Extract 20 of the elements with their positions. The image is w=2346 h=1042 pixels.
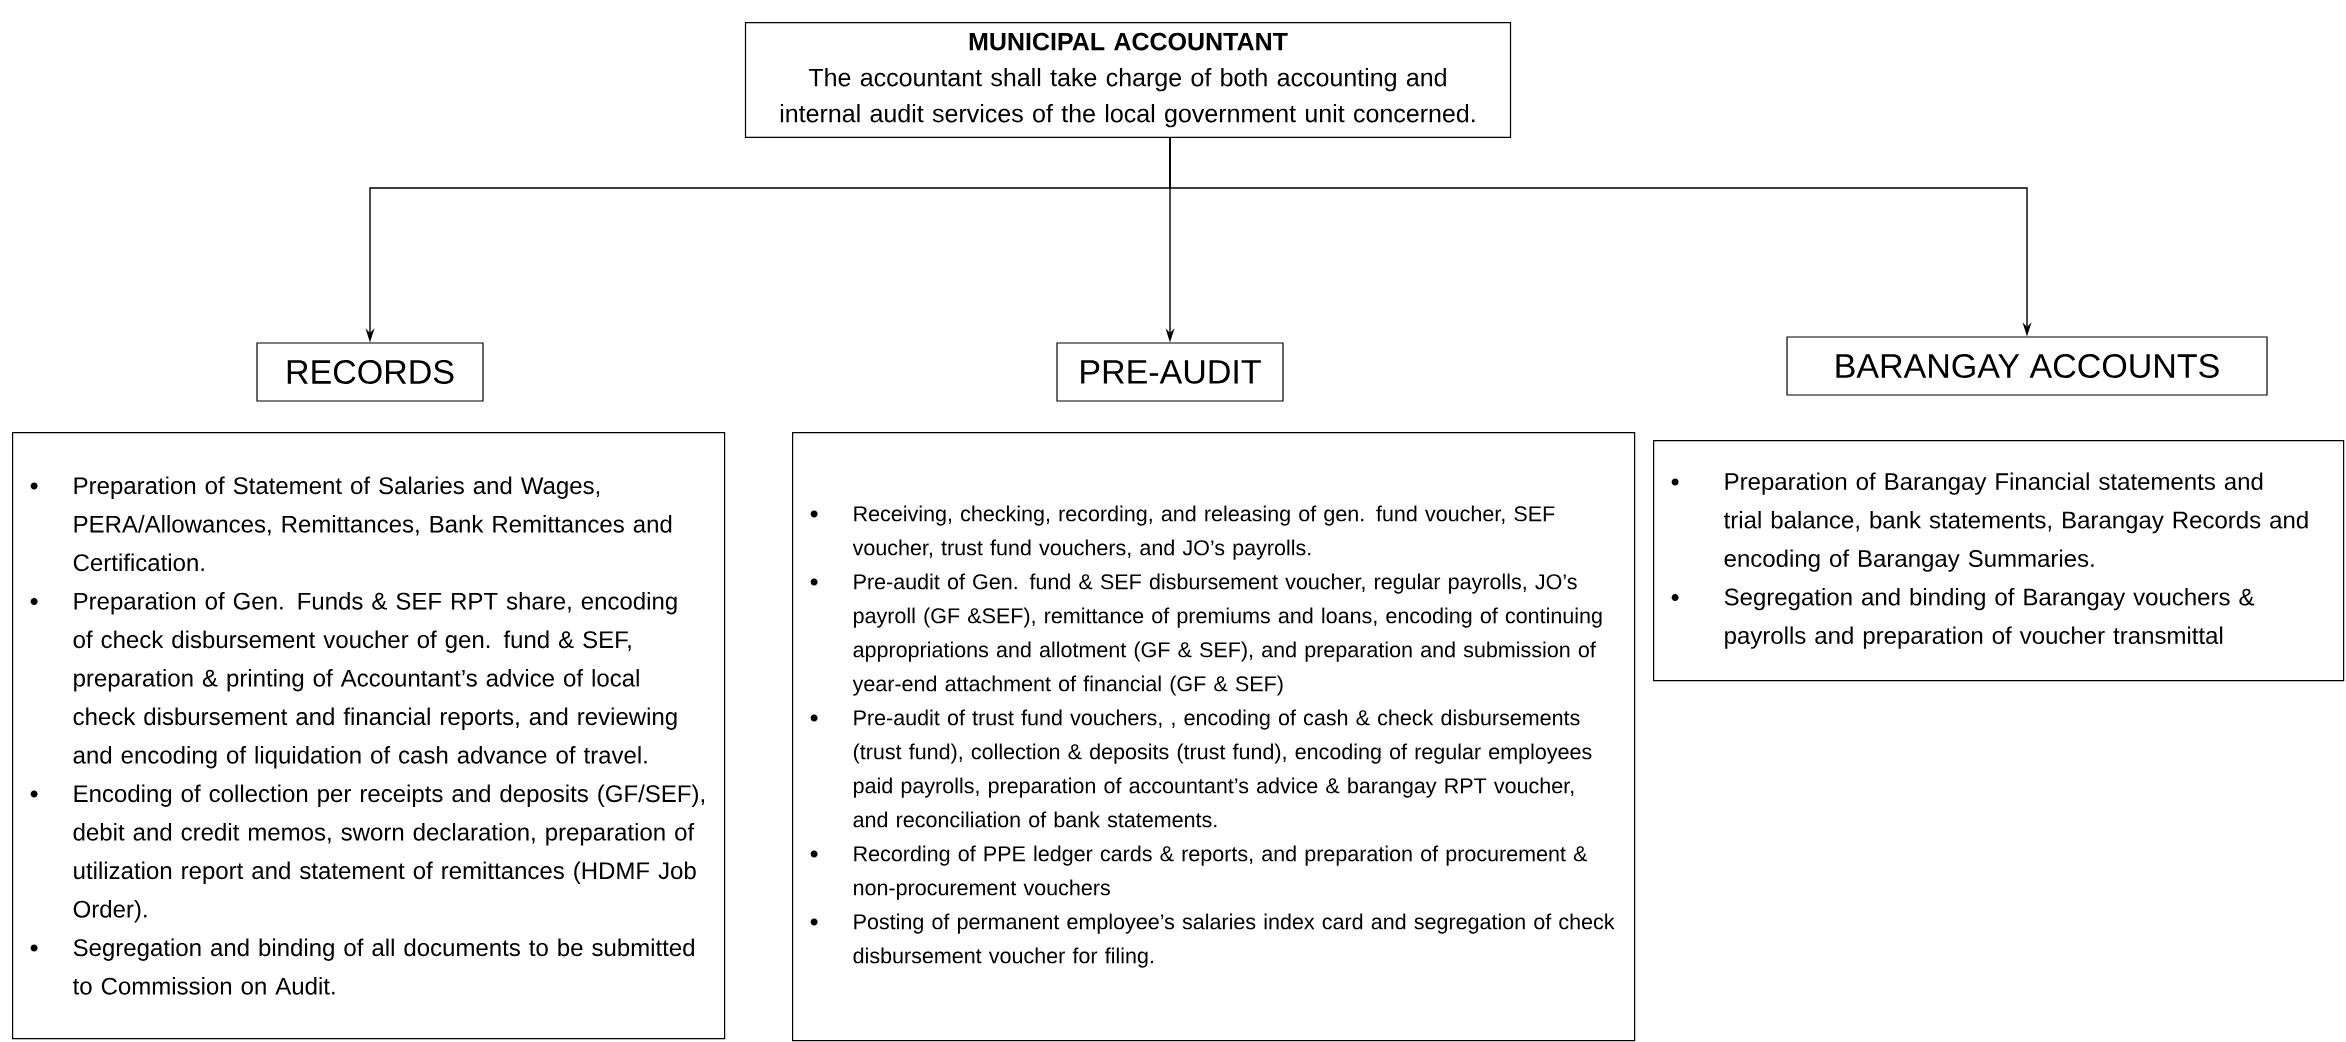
bullet-item: Posting of permanent employee’s salaries index card and segregation of check disbursement voucher for filing. [853, 913, 1615, 968]
description: The accountant shall take charge of both accounting and internal audit services of the local government unit concerned. [780, 68, 1475, 128]
section-box: PRE-AUDIT [1056, 342, 1284, 402]
bullet-item: Segregation and binding of all documents to be submitted to Commission on Audit. [72, 938, 694, 995]
bullet-item: Preparation of Barangay Financial statements and trial balance, bank statements, Barangay Records and encoding of Barangay Summaries. [1724, 472, 2308, 572]
bullet-item: Pre-audit of trust fund vouchers, , encoding of cash & check disbursements (trust fund), collection & deposits (trust fund), encoding of regular employees paid payrolls, preparation of accountant’s advice & barangay RPT voucher, and reconciliation of bank statements. [853, 709, 1592, 828]
bullet-item: Encoding of collection per receipts and deposits (GF/SEF), debit and credit memos, sworn declaration, preparation of utilization report and statement of remittances (HDMF Job Order). [73, 784, 704, 923]
heading: MUNICIPAL ACCOUNTANT [969, 32, 1288, 51]
bullet-item: Preparation of Gen. Funds & SEF RPT share, encoding of check disbursement voucher of gen. fund & SEF, preparation & printing of Accountant’s advice of local check disbursement and financial reports, and reviewing and encoding of liquidation of cash advance of travel. [73, 592, 677, 769]
role-box [744, 22, 1512, 138]
bullet-item: Receiving, checking, recording, and releasing of gen. fund voucher, SEF voucher, trust fund vouchers, and JO’s payrolls. [852, 505, 1555, 560]
bullet-item: Preparation of Statement of Salaries and Wages, PERA/Allowances, Remittances, Bank Remittances and Certification. [73, 476, 672, 572]
section-box: RECORDS [256, 342, 484, 402]
task-list-box [792, 432, 1636, 1042]
bullet-item: Segregation and binding of Barangay vouchers & payrolls and preparation of voucher transmittal [1724, 587, 2255, 649]
section-box: BARANGAY ACCOUNTS [1786, 336, 2268, 396]
bullet-item: Pre-audit of Gen. fund & SEF disbursement voucher, regular payrolls, JO’s payroll (GF &SEF), remittance of premiums and loans, encoding of continuing appropriations and allotment (GF & SEF), and preparation and submission of year-end attachment of financial (GF & SEF) [852, 573, 1602, 696]
task-list-box [1653, 440, 2345, 682]
bullet-item: Recording of PPE ledger cards & reports, and preparation of procurement & non-procurement vouchers [854, 845, 1588, 900]
task-list-box [12, 432, 726, 1040]
